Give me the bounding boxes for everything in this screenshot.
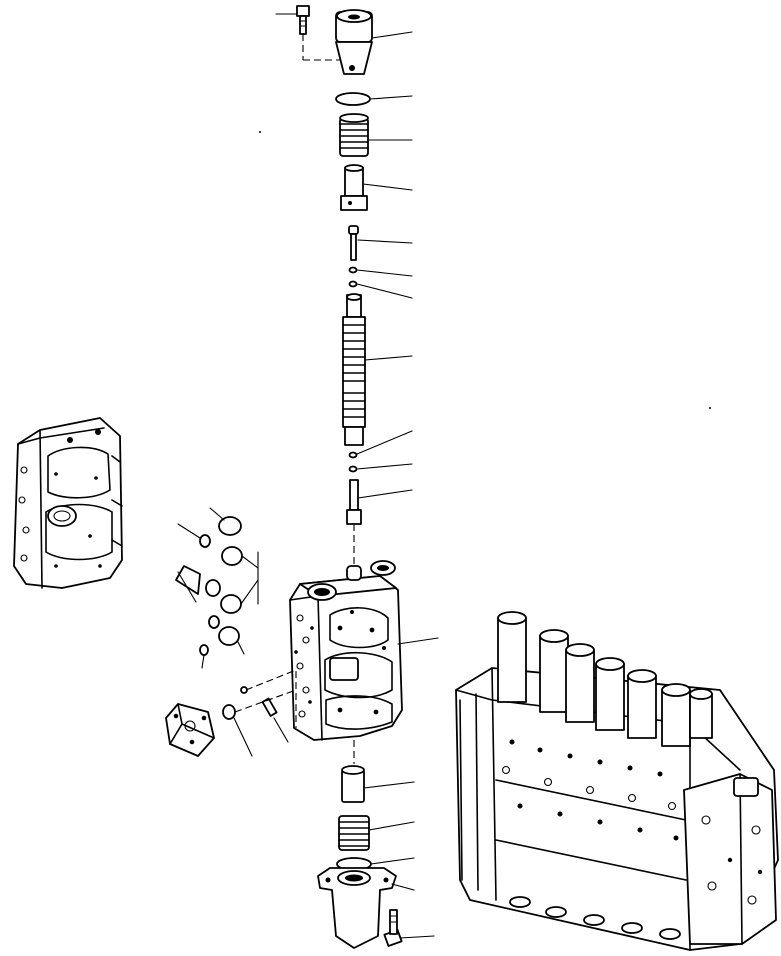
top-bolt <box>296 5 340 61</box>
bottom-bolt <box>383 909 403 947</box>
leader-side-2 <box>273 717 289 743</box>
leader-lines-upper <box>275 13 413 499</box>
upper-pin <box>348 225 359 261</box>
inset-valve-section <box>13 417 123 589</box>
assembled-control-valve <box>455 611 779 951</box>
top-cap <box>335 9 373 75</box>
side-cover <box>165 703 215 757</box>
upper-sleeve <box>340 164 368 211</box>
leader-lines-lower <box>363 781 435 939</box>
leader-side-1 <box>233 717 253 757</box>
seal-kit-group <box>175 507 259 669</box>
top-spring <box>339 113 369 157</box>
bottom-cap <box>317 867 397 949</box>
o-ring-top <box>335 92 371 106</box>
speck-2 <box>709 407 711 409</box>
small-ring-4 <box>348 465 358 473</box>
lower-sleeve <box>341 765 365 803</box>
main-spool <box>342 293 366 446</box>
small-ring-1 <box>348 266 358 274</box>
side-pin <box>240 686 278 717</box>
small-ring-3 <box>348 451 358 459</box>
lower-spring <box>338 815 370 851</box>
speck-1 <box>259 131 261 133</box>
small-ring-2 <box>348 280 358 288</box>
valve-section-block <box>289 560 403 741</box>
leader-block <box>397 637 439 645</box>
side-cover-o-ring <box>222 704 236 720</box>
dashed-connectors-side <box>234 669 297 728</box>
lower-pin <box>346 479 362 525</box>
